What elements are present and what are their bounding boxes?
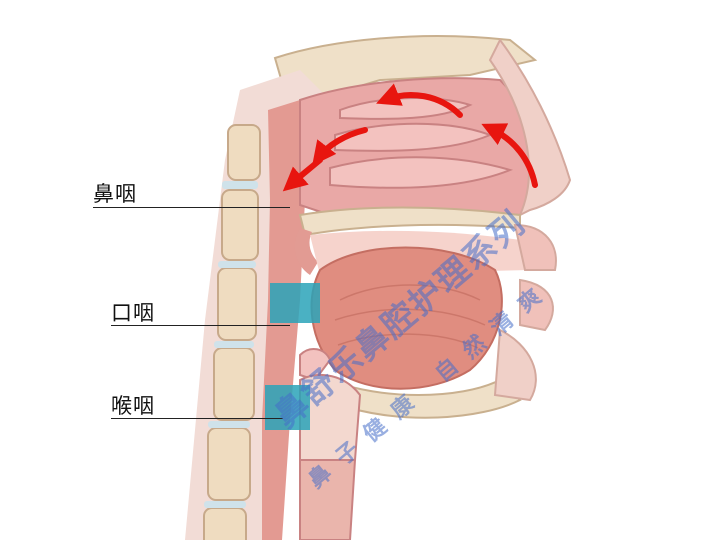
tongue	[310, 246, 503, 390]
mandible	[328, 378, 522, 419]
airflow-arrow-middle	[312, 127, 368, 166]
nasal-turbinates	[329, 97, 514, 189]
airflow-arrow-nostril	[481, 123, 538, 188]
lower-lip	[519, 278, 554, 332]
oropharynx-highlight	[270, 283, 320, 323]
intervertebral-discs	[204, 181, 258, 508]
airflow-arrow-nasopharynx	[282, 157, 323, 192]
leader-line-oropharynx	[111, 325, 290, 326]
airflow-arrows	[282, 83, 538, 192]
label-laryngopharynx: 喉咽	[111, 394, 155, 418]
chin	[493, 328, 537, 402]
cervical-spine	[203, 124, 261, 540]
label-oropharynx: 口咽	[111, 301, 155, 325]
leader-line-nasopharynx	[93, 207, 290, 208]
external-nose	[488, 38, 572, 218]
airflow-arrow-upper	[376, 83, 463, 118]
upper-lip	[513, 223, 557, 271]
leader-line-laryngopharynx	[111, 418, 283, 419]
soft-palate	[294, 228, 318, 275]
tongue-muscle-fibers	[334, 284, 486, 349]
trachea	[299, 459, 357, 540]
label-nasopharynx: 鼻咽	[93, 182, 137, 206]
laryngopharynx-highlight	[265, 385, 310, 430]
